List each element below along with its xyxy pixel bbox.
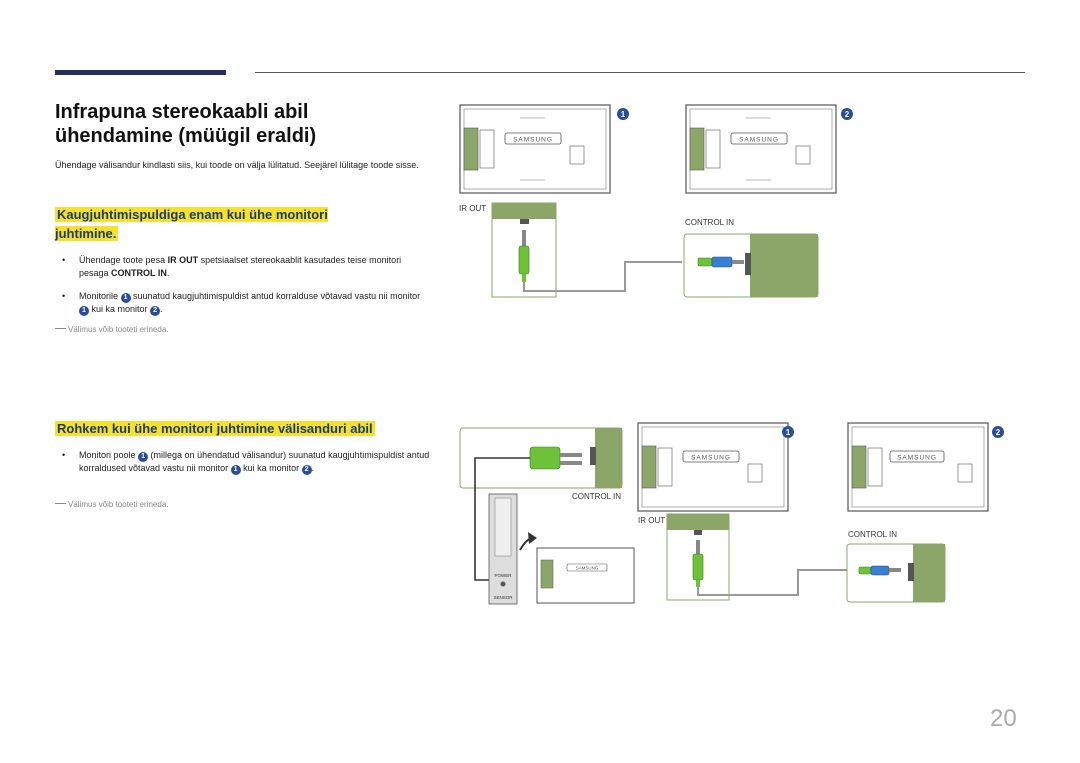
- section2-bullet-1: Monitori poole 1 (millega on ühendatud v…: [62, 449, 432, 475]
- external-sensor-device: POWER SENSOR: [488, 493, 518, 605]
- svg-text:POWER: POWER: [494, 573, 512, 578]
- control-in-label: CONTROL IN: [848, 530, 897, 539]
- monitor-2-badge: [841, 108, 853, 120]
- monitor-2-badge: [992, 426, 1004, 438]
- monitor-1-badge: 1: [79, 306, 89, 316]
- svg-text:1: 1: [786, 428, 791, 437]
- svg-text:1: 1: [621, 110, 626, 119]
- control-in-label: CONTROL IN: [572, 492, 621, 501]
- section2-note: Välimus võib tooteti erineda.: [55, 499, 169, 511]
- section1-bullet-2: Monitorile 1 suunatud kaugjuhtimispuldis…: [62, 290, 432, 316]
- svg-text:SAMSUNG: SAMSUNG: [897, 455, 937, 462]
- monitor-2-back: SAMSUNG: [685, 104, 837, 194]
- header-rule: [255, 72, 1025, 73]
- monitor-1-badge: 1: [120, 293, 131, 303]
- monitor-1-badge: [782, 426, 794, 438]
- section1-bullet-1: Ühendage toote pesa IR OUT spetsiaalset …: [62, 254, 432, 280]
- header-accent-bar: [55, 70, 226, 75]
- brand-label: SAMSUNG: [739, 137, 779, 144]
- section2-heading: Rohkem kui ühe monitori juhtimine välisa…: [55, 421, 375, 436]
- monitor-1-back: SAMSUNG: [637, 422, 789, 512]
- monitor-1-badge: [617, 108, 629, 120]
- ir-out-label: IR OUT: [638, 516, 665, 525]
- control-in-label: CONTROL IN: [685, 218, 734, 227]
- small-monitor-back: SAMSUNG: [536, 547, 635, 604]
- intro-text: Ühendage välisandur kindlasti siis, kui …: [55, 160, 419, 170]
- ir-out-label: IR OUT: [459, 204, 486, 213]
- monitor-2-badge: 2: [301, 465, 312, 475]
- page-number: 20: [990, 705, 1017, 732]
- svg-text:2: 2: [845, 110, 850, 119]
- section1-heading: Kaugjuhtimispuldiga enam kui ühe monitor…: [55, 207, 328, 241]
- svg-text:SAMSUNG: SAMSUNG: [691, 455, 731, 462]
- page-title: Infrapuna stereokaabli abil ühendamine (…: [55, 101, 317, 147]
- monitor-2-back: SAMSUNG: [847, 422, 989, 512]
- svg-text:2: 2: [996, 428, 1001, 437]
- monitor-1-badge: 1: [230, 465, 241, 475]
- svg-text:SAMSUNG: SAMSUNG: [576, 566, 599, 571]
- monitor-1-badge: 1: [138, 452, 149, 462]
- brand-label: SAMSUNG: [513, 137, 553, 144]
- monitor-1-back: SAMSUNG: [459, 104, 611, 194]
- svg-text:SENSOR: SENSOR: [493, 595, 513, 600]
- diagram-ir-cable-connection: SAMSUNG 1 SAMSUNG 2 IR OUT CONTROL IN: [459, 104, 853, 298]
- section1-note: Välimus võib tooteti erineda.: [55, 324, 169, 336]
- monitor-2-badge: 2: [150, 306, 161, 316]
- diagram-external-sensor-connection: CONTROL IN POWER SENSOR SAMSUNG SAMSUNG …: [459, 422, 1004, 605]
